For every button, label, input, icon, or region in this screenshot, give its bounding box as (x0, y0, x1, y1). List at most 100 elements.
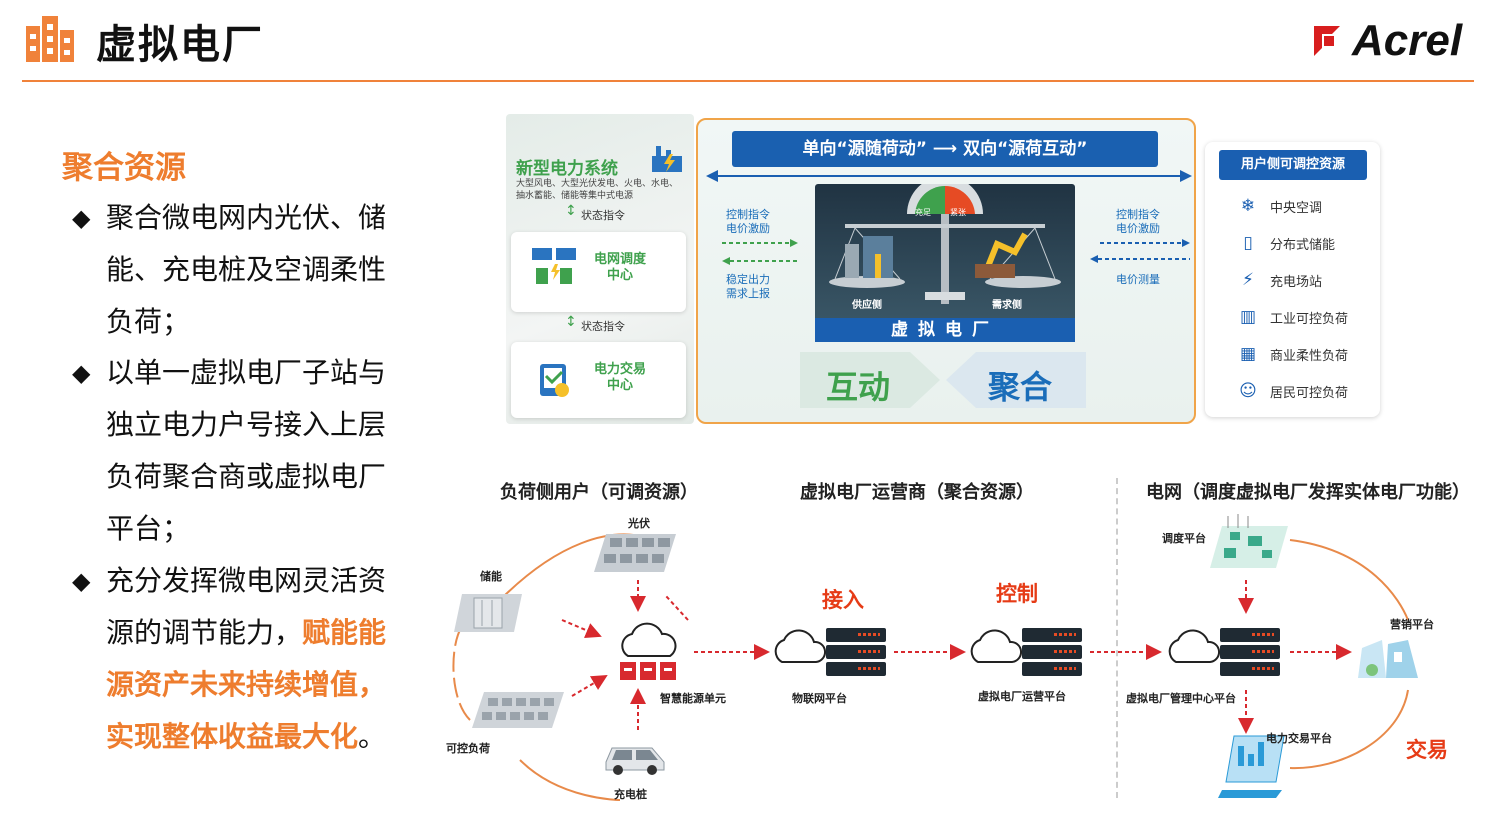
trade-center-title: 电力交易中心 (593, 362, 646, 393)
new-system-desc: 大型风电、大型光伏发电、火电、水电、抽水蓄能、储能等集中式电源 (516, 179, 679, 201)
user-item-commercial: ▦商业柔性负荷 (1236, 344, 1348, 364)
brand-logo: Acrel (1352, 16, 1463, 65)
gauge-left-label: 充足 (915, 208, 931, 217)
grid-server-icon (1220, 628, 1280, 676)
status-command-label: 状态指令 (581, 209, 625, 222)
bullet-3: ◆ 充分发挥微电网灵活资源的调节能力，赋能能源资产未来持续增值，实现整体收益最大… (72, 555, 412, 763)
factory-icon: ▥ (1239, 307, 1257, 327)
interact-label: 互动 (826, 368, 891, 406)
user-item-label: 充电场站 (1270, 274, 1323, 290)
right-price-incentive: 电价激励 (1116, 222, 1160, 235)
head-load-users: 负荷侧用户（可调资源） (500, 482, 698, 503)
page-title: 虚拟电厂 (96, 22, 264, 68)
marketing-platform-label: 营销平台 (1390, 618, 1434, 631)
new-system-title: 新型电力系统 (516, 159, 618, 179)
right-control-cmd: 控制指令 (1116, 208, 1160, 221)
access-label: 接入 (822, 588, 864, 612)
bullet-2-text: 以单一虚拟电厂子站与独立电力户号接入上层负荷聚合商或虚拟电厂平台； (106, 356, 387, 545)
interact-arrow-shape (800, 352, 940, 408)
aggregate-arrow-shape (946, 352, 1086, 408)
left-demand-report: 需求上报 (726, 287, 770, 300)
head-vpp-operator: 虚拟电厂运营商（聚合资源） (800, 482, 1034, 503)
user-item-residential: ☺ 居民可控负荷 (1236, 381, 1348, 401)
diamond-bullet-icon: ◆ (72, 567, 91, 595)
demand-side-label: 需求侧 (992, 300, 1022, 311)
left-control-cmd: 控制指令 (726, 208, 770, 221)
user-item-label: 工业可控负荷 (1270, 311, 1349, 327)
charging-pile-label: 充电桩 (614, 788, 647, 801)
user-item-hvac: ❄ 中央空调 (1236, 196, 1322, 216)
arrow-up-down-icon: ↕ (565, 314, 577, 330)
user-resource-panel (1205, 142, 1380, 417)
control-label: 控制 (996, 582, 1038, 606)
status-command-label-2: 状态指令 (581, 320, 625, 333)
user-resource-title: 用户侧可调控资源 (1219, 150, 1367, 180)
user-item-label: 居民可控负荷 (1270, 385, 1349, 401)
dispatch-center-title: 电网调度中心 (593, 252, 646, 283)
factory-load-icon (472, 692, 564, 728)
people-icon: ☺ (1239, 381, 1257, 401)
section-title: 聚合资源 (62, 150, 186, 186)
bullet-3-text: 充分发挥微电网灵活资源的调节能力，赋能能源资产未来持续增值，实现整体收益最大化。 (72, 555, 412, 763)
marketing-building-icon (1358, 640, 1418, 678)
acrel-logo-icon (1314, 26, 1340, 56)
user-item-charging: ⚡ 充电场站 (1236, 270, 1322, 290)
diamond-bullet-icon: ◆ (72, 204, 91, 232)
bullet-1-text: 聚合微电网内光伏、储能、充电桩及空调柔性负荷； (106, 201, 387, 338)
trade-shield-icon (540, 364, 569, 397)
section-divider (1116, 478, 1118, 798)
supply-side-label: 供应侧 (852, 300, 882, 311)
trade-label: 交易 (1406, 738, 1448, 762)
dispatch-screen-icon (532, 248, 576, 284)
vpp-operator-platform-label: 虚拟电厂运营平台 (978, 690, 1066, 703)
dashed-arrow-left-2 (1090, 255, 1190, 263)
controllable-load-label: 可控负荷 (446, 742, 490, 755)
grid-cloud-icon (1168, 629, 1220, 663)
dispatch-platform-icon (1210, 514, 1288, 568)
snowflake-icon: ❄ (1240, 196, 1256, 216)
head-grid: 电网（调度虚拟电厂发挥实体电厂功能） (1146, 482, 1470, 503)
building-icon (26, 16, 74, 62)
solar-panel-icon (594, 534, 676, 572)
user-item-storage: ▯ 分布式储能 (1236, 233, 1335, 253)
battery-icon: ▯ (1243, 233, 1253, 253)
smart-unit-cloud-icon (620, 622, 677, 680)
operator-cloud-icon (970, 629, 1022, 663)
bullet-3-end: 。 (358, 720, 387, 753)
gauge-right-label: 紧张 (950, 208, 966, 217)
iot-platform-label: 物联网平台 (792, 692, 847, 705)
charger-icon: ⚡ (1242, 270, 1254, 290)
power-plant-icon (652, 146, 682, 172)
left-stable-output: 稳定出力 (726, 273, 770, 286)
smart-unit-label: 智慧能源单元 (660, 692, 726, 705)
double-arrow-horizontal (706, 170, 1192, 182)
dashed-arrow-right (722, 239, 798, 247)
trade-platform-label: 电力交易平台 (1266, 732, 1332, 745)
iot-server-icon (826, 628, 886, 676)
bullet-1: ◆ 聚合微电网内光伏、储能、充电桩及空调柔性负荷； (72, 192, 412, 348)
user-item-label: 中央空调 (1270, 200, 1323, 216)
aggregate-label: 聚合 (988, 368, 1053, 406)
operator-server-icon (1022, 628, 1082, 676)
pv-label: 光伏 (628, 517, 650, 530)
bullet-3-plain: 充分发挥微电网灵活资源的调节能力， (106, 564, 387, 649)
right-price-measure: 电价测量 (1116, 273, 1160, 286)
vpp-label: 虚拟电厂 (815, 318, 1075, 342)
storage-label: 储能 (480, 570, 502, 583)
iot-cloud-icon (774, 629, 826, 663)
ev-car-icon (605, 747, 665, 775)
user-item-industrial: ▥ 工业可控负荷 (1236, 307, 1348, 327)
banner-source-load: 单向“源随荷动” ⟶ 双向“源荷互动” (732, 131, 1158, 167)
balance-scale-icon (829, 184, 1061, 304)
left-price-incentive: 电价激励 (726, 222, 770, 235)
header-divider (22, 80, 1474, 82)
dashed-arrow-right-2 (1100, 239, 1190, 247)
connection-lines (452, 533, 1409, 801)
bullet-2: ◆ 以单一虚拟电厂子站与独立电力户号接入上层负荷聚合商或虚拟电厂平台； (72, 347, 412, 555)
user-item-label: 分布式储能 (1270, 237, 1336, 253)
dashed-arrow-left (722, 257, 798, 265)
vpp-mgmt-platform-label: 虚拟电厂管理中心平台 (1126, 692, 1236, 705)
user-item-label: 商业柔性负荷 (1270, 348, 1349, 364)
storage-cabinet-icon (454, 594, 522, 632)
bullet-3-highlight: 赋能能源资产未来持续增值，实现整体收益最大化 (106, 616, 387, 753)
